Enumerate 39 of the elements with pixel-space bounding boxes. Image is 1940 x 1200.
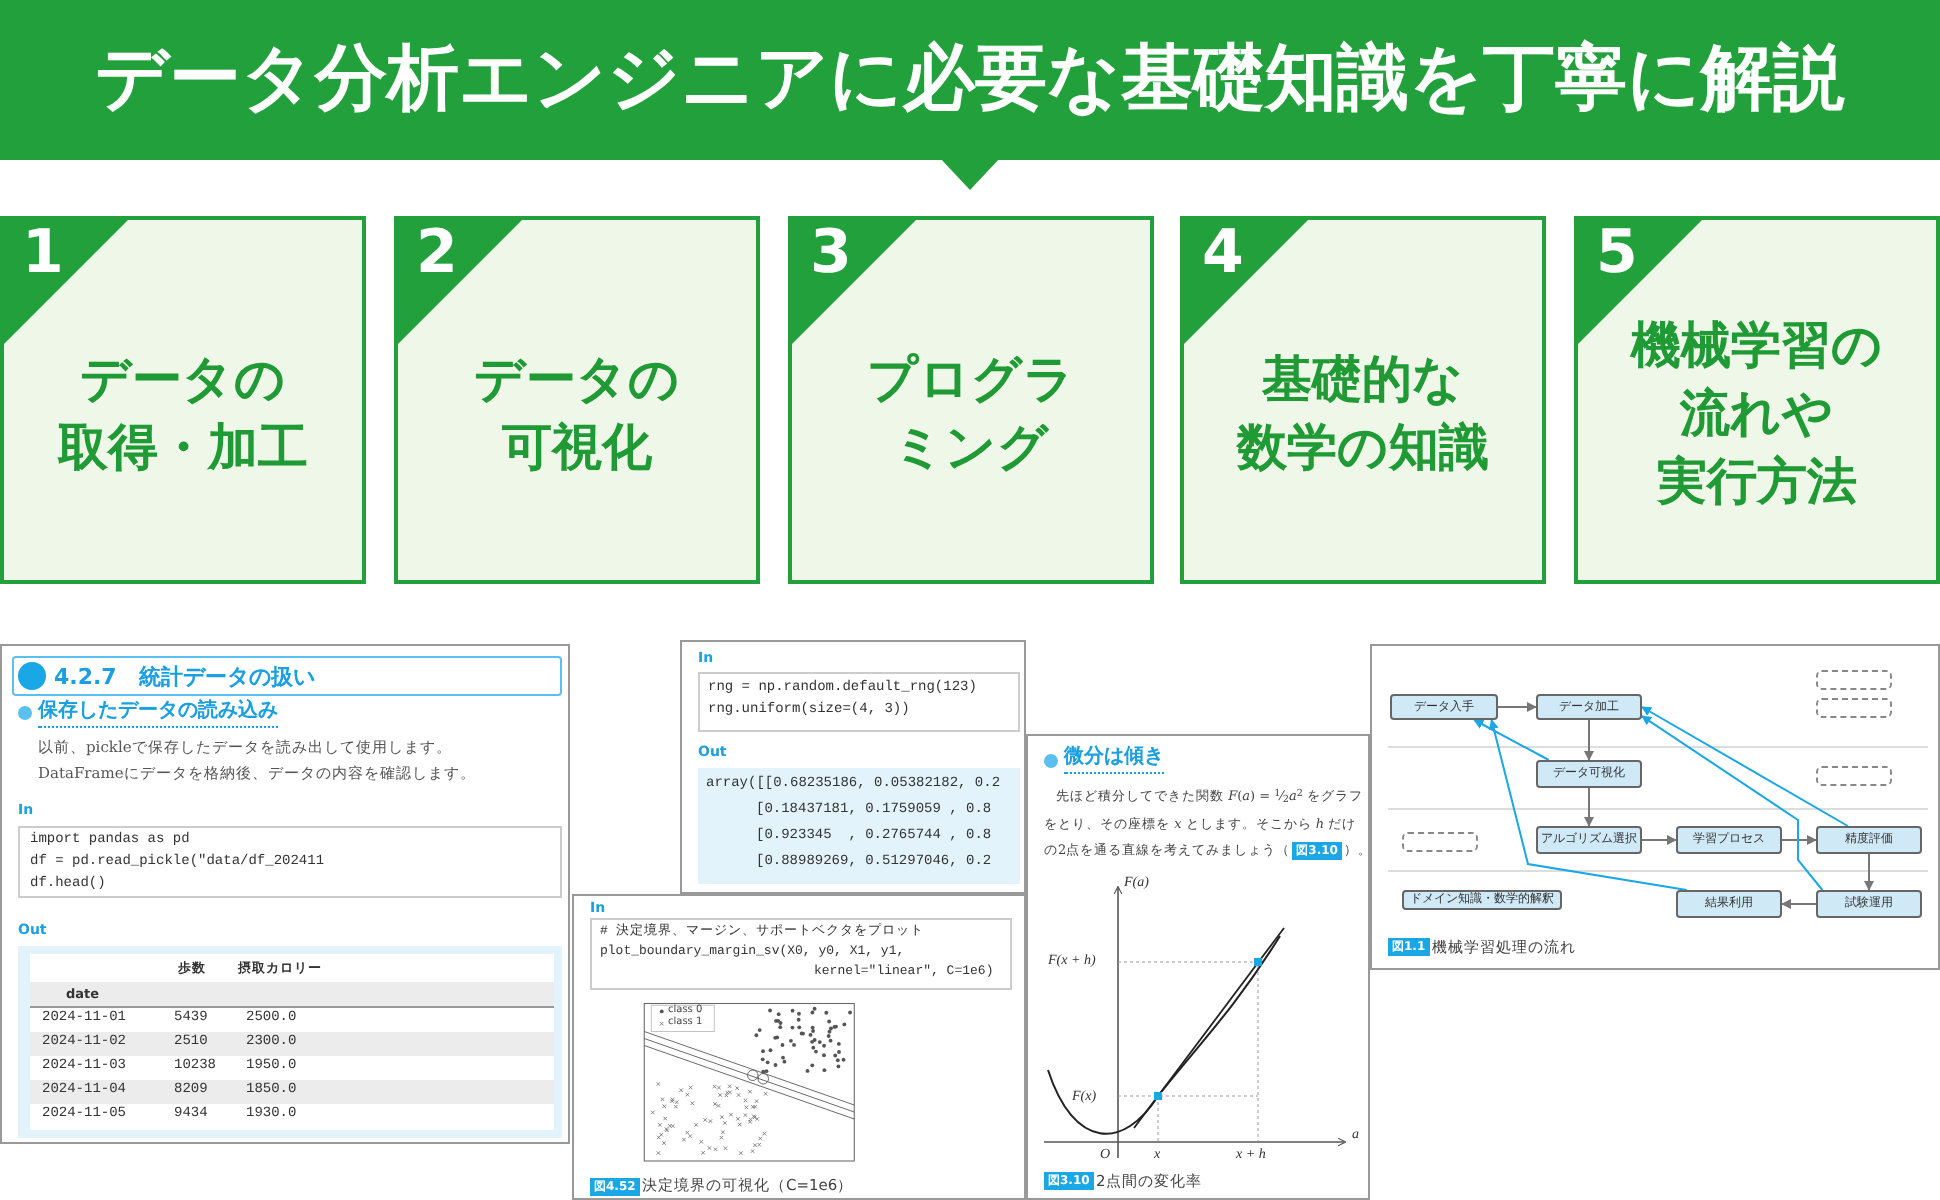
- arrow: [1584, 719, 1594, 761]
- topic-title: データの可視化: [474, 348, 680, 480]
- subsection-heading: 微分は傾き: [1064, 748, 1164, 774]
- book-page: [1026, 734, 1370, 1200]
- step-number: 4: [1202, 224, 1244, 284]
- arrow: [1584, 787, 1594, 827]
- section-heading: 4.2.7 統計データの扱い: [54, 666, 315, 688]
- step-number: 1: [22, 224, 64, 284]
- topic-card: [0, 216, 366, 584]
- arrow: [1641, 706, 1849, 827]
- subsection-heading: 保存したデータの読み込み: [38, 702, 278, 728]
- dashed-box: [1816, 698, 1892, 718]
- arrow: [1781, 835, 1817, 845]
- topic-title: プログラミング: [867, 348, 1075, 480]
- dashed-box: [1402, 832, 1478, 852]
- book-page: [680, 640, 1026, 894]
- arrow: [1497, 702, 1537, 712]
- arrow: [1641, 715, 1824, 891]
- step-number: 3: [810, 224, 852, 284]
- arrow: [1641, 835, 1677, 845]
- dashed-box: [1816, 766, 1892, 786]
- arrow: [1864, 853, 1874, 891]
- topic-card: [394, 216, 760, 584]
- book-page: [0, 644, 570, 1144]
- book-page: [1370, 644, 1940, 970]
- step-number: 2: [416, 224, 458, 284]
- arrow: [1781, 899, 1817, 909]
- topic-title: データの取得・加工: [58, 348, 308, 480]
- book-page: [572, 894, 1026, 1200]
- topic-title: 基礎的な数学の知識: [1237, 348, 1489, 480]
- topic-card: [1180, 216, 1546, 584]
- topic-card: [788, 216, 1154, 584]
- step-number: 5: [1596, 224, 1638, 284]
- arrow: [1473, 719, 1550, 761]
- topic-title: 機械学習の流れや実行方法: [1631, 314, 1883, 514]
- title-text: データ分析エンジニアに必要な基礎知識を丁寧に解説: [95, 36, 1845, 124]
- topic-card: [1574, 216, 1940, 584]
- dashed-box: [1816, 670, 1892, 690]
- arrow: [1488, 719, 1688, 891]
